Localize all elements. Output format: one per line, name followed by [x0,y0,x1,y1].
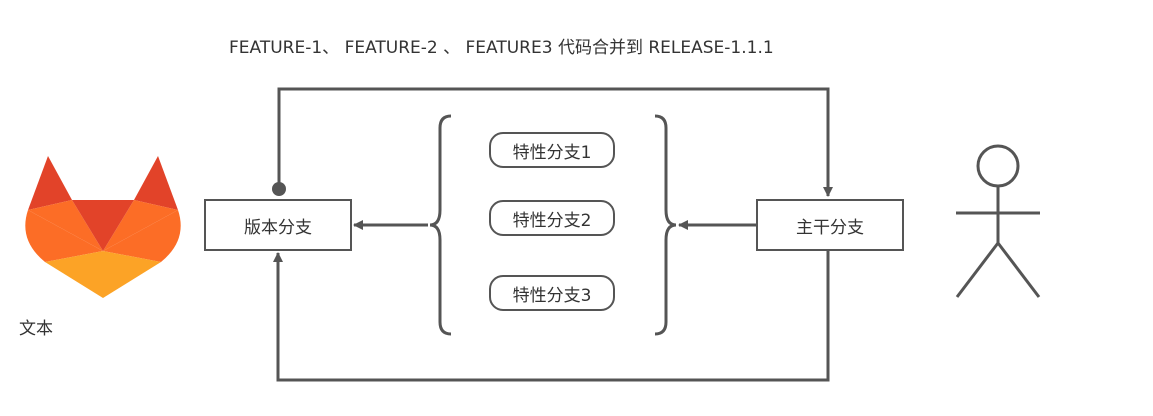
logo-caption: 文本 [19,319,53,339]
feature-branch-node-2: 特性分支2 [489,200,615,236]
stick-figure-icon [955,144,1041,298]
feature-branch-label: 特性分支2 [512,210,592,231]
diagram-caption: FEATURE-1、 FEATURE-2 、 FEATURE3 代码合并到 RE… [229,38,774,58]
feature-branch-label: 特性分支1 [512,142,592,163]
gitlab-fox-icon [25,156,181,298]
merge-loop-bottom [273,251,830,382]
right-brace [654,114,677,336]
release-branch-label: 版本分支 [244,217,312,238]
feature-branch-node-3: 特性分支3 [489,275,615,311]
merge-loop-top [277,87,833,197]
trunk-branch-node: 主干分支 [756,199,904,251]
left-brace [429,114,452,336]
feature-branch-label: 特性分支3 [512,285,592,306]
merge-loop-start-dot [272,182,286,196]
release-branch-node: 版本分支 [204,199,352,251]
feature-branch-node-1: 特性分支1 [489,132,615,168]
trunk-branch-label: 主干分支 [796,217,864,238]
